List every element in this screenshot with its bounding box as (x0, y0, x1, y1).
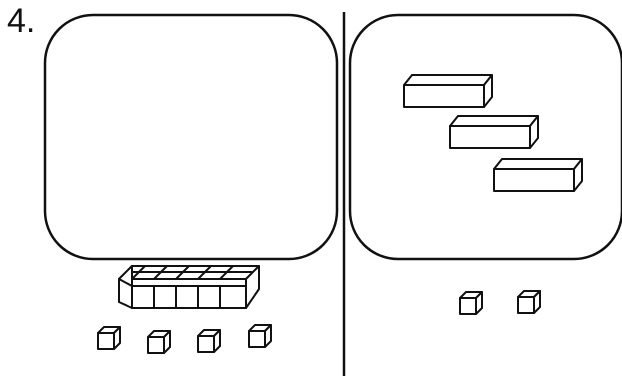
ten-rod-icon (450, 116, 538, 148)
left-frame (45, 15, 337, 259)
cube-icon (148, 331, 170, 353)
cube-icon (518, 291, 540, 313)
cube-icon (460, 292, 482, 314)
cube-icon (98, 327, 120, 349)
cube-icon (249, 325, 271, 347)
ten-block-icon (119, 266, 259, 308)
ten-rod-icon (404, 75, 492, 107)
cube-icon (198, 330, 220, 352)
ten-rod-icon (494, 159, 582, 191)
